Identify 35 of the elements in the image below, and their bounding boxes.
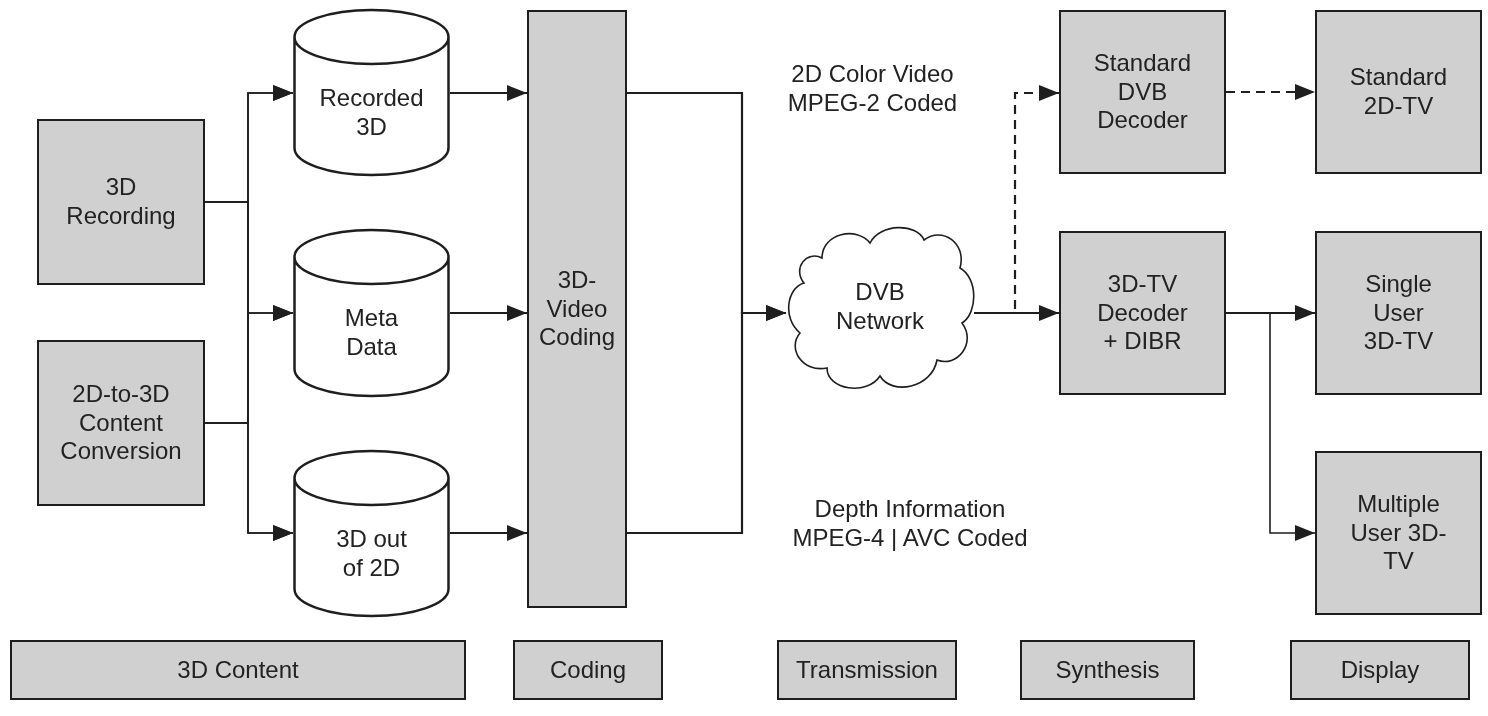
process-box (777, 640, 957, 700)
process-box (1315, 451, 1482, 615)
process-box (10, 640, 466, 700)
arrow (974, 85, 1059, 315)
node-label: 2D-to-3D Content Conversion (59, 379, 183, 467)
node-label: Standard DVB Decoder (1092, 48, 1193, 136)
node-label: 3D-TV Decoder + DIBR (1096, 269, 1189, 357)
process-box (1315, 10, 1482, 174)
node-label: Multiple User 3D-TV (1349, 489, 1448, 577)
arrow (450, 305, 527, 321)
node-label: Transmission (795, 655, 939, 685)
arrow (627, 305, 786, 535)
process-box (1059, 10, 1226, 174)
node-label: Coding (548, 655, 628, 685)
node-label: Display (1339, 655, 1421, 685)
node-label: Synthesis (1054, 655, 1161, 685)
process-box (37, 119, 205, 285)
arrow (450, 525, 527, 541)
node-label: 3D Recording (65, 173, 177, 231)
process-box (37, 340, 205, 506)
process-box (1290, 640, 1470, 700)
arrow (450, 85, 527, 101)
node-label: DVB Network (835, 278, 925, 336)
node-label: 3D Content (176, 655, 300, 685)
node-label: 3D-Video Coding (537, 265, 617, 353)
process-box (1059, 231, 1226, 395)
arrow (1226, 84, 1315, 100)
arrow (1225, 312, 1316, 541)
process-box (513, 640, 663, 700)
process-box (1315, 231, 1482, 395)
arrow (204, 422, 294, 541)
node-label: Standard 2D-TV (1348, 63, 1449, 121)
process-box (527, 10, 627, 608)
process-box (1020, 640, 1195, 700)
node-label: Single User 3D-TV (1362, 269, 1435, 357)
